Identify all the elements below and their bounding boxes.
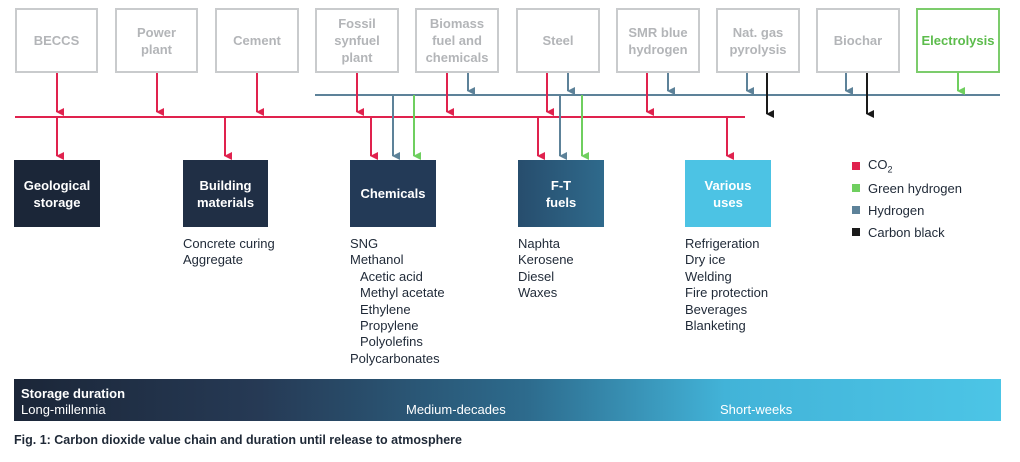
product-item: Methanol [350,252,404,268]
destination-geological-storage: Geological storage [14,160,100,227]
product-item: Beverages [685,301,748,317]
legend: CO2 Green hydrogen Hydrogen Carbon black [852,155,962,243]
product-item: Polyolefins [360,334,423,350]
legend-label: CO2 [868,157,893,175]
product-item: Polycarbonates [350,350,440,366]
product-item: SNG [350,236,379,251]
source-electrolysis: Electrolysis [916,8,1000,73]
products-ft-fuels: Naphta Kerosene Diesel Waxes [518,236,574,302]
co2-source-arrows [56,73,654,116]
destination-ft-fuels: F-T fuels [518,160,604,227]
source-biochar: Biochar [816,8,900,73]
storage-duration-title: Storage duration [21,386,126,401]
storage-medium-label: Medium-decades [406,402,506,417]
product-item: Waxes [518,285,558,301]
source-steel: Steel [516,8,600,73]
hydrogen-swatch [852,206,860,214]
legend-item-hydrogen: Hydrogen [852,199,962,221]
product-item: Blanketing [685,318,746,334]
source-cement: Cement [215,8,299,73]
green-hydrogen-destination-arrows [413,95,589,160]
storage-duration-bar: Storage duration Long-millennia Medium-d… [14,379,1001,421]
product-item: Dry ice [685,252,726,268]
hydrogen-destination-arrows [392,95,567,160]
product-item: Concrete curing [183,236,275,251]
product-item: Ethylene [360,301,411,317]
legend-item-green-hydrogen: Green hydrogen [852,177,962,199]
storage-short-label: Short-weeks [720,402,793,417]
product-item: Diesel [518,268,555,284]
source-biomass-fuel-and-chemicals: Biomass fuel and chemicals [415,8,499,73]
products-chemicals: SNG Methanol Acetic acid Methyl acetate … [350,236,445,367]
co2-destination-arrows [56,117,734,160]
legend-item-co2: CO2 [852,155,962,177]
product-item: Aggregate [183,252,243,268]
green-hydrogen-swatch [852,184,860,192]
storage-long-label: Long-millennia [21,402,106,417]
products-various-uses: Refrigeration Dry ice Welding Fire prote… [685,236,768,334]
source-fossil-synfuel-plant: Fossil synfuel plant [315,8,399,73]
source-nat-gas-pyrolysis: Nat. gas pyrolysis [716,8,800,73]
product-item: Naphta [518,236,560,251]
product-item: Methyl acetate [360,285,445,301]
legend-label: Carbon black [868,224,945,240]
destination-chemicals: Chemicals [350,160,436,227]
products-building-materials: Concrete curing Aggregate [183,236,275,269]
destination-building-materials: Building materials [183,160,268,227]
co2-swatch [852,162,860,170]
legend-label: Green hydrogen [868,180,962,196]
hydrogen-source-arrows [467,73,853,95]
legend-label: Hydrogen [868,202,925,218]
carbon-black-arrows [766,73,874,118]
source-beccs: BECCS [15,8,98,73]
source-power-plant: Power plant [115,8,198,73]
source-smr-blue-hydrogen: SMR blue hydrogen [616,8,700,73]
legend-item-carbon-black: Carbon black [852,221,962,243]
product-item: Refrigeration [685,236,760,251]
product-item: Kerosene [518,252,574,268]
product-item: Propylene [360,318,419,334]
figure-caption: Fig. 1: Carbon dioxide value chain and d… [14,433,462,447]
destination-various-uses: Various uses [685,160,771,227]
product-item: Acetic acid [360,268,423,284]
product-item: Welding [685,268,732,284]
product-item: Fire protection [685,285,769,301]
carbon-black-swatch [852,228,860,236]
